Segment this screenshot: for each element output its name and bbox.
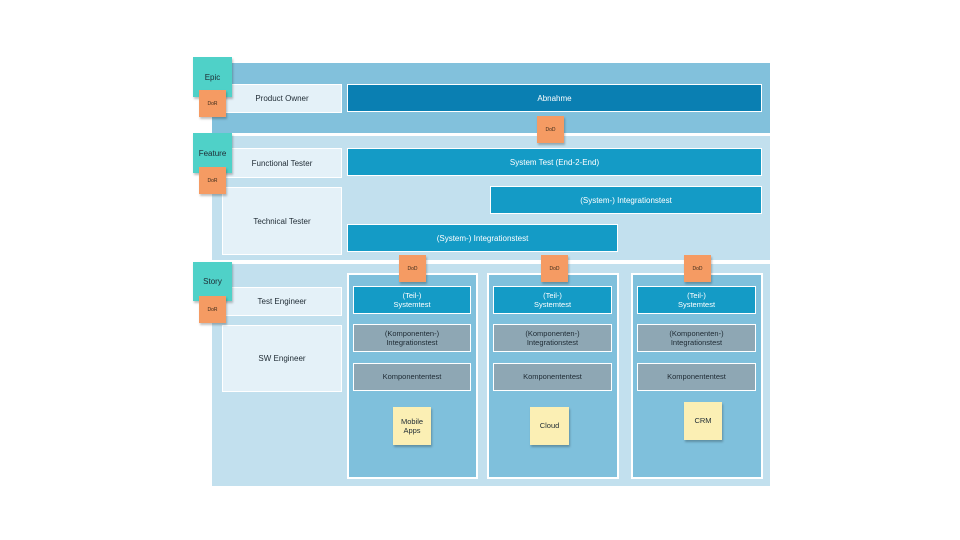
bar-abnahme: Abnahme	[347, 84, 762, 112]
col1-component-note: Mobile Apps	[393, 407, 431, 445]
level-story-note: Story	[193, 262, 232, 301]
col1-teil-systemtest: (Teil-) Systemtest	[353, 286, 471, 314]
dod-note-col1: DoD	[399, 255, 426, 282]
col2-teil-systemtest: (Teil-) Systemtest	[493, 286, 612, 314]
dor-note-epic: DoR	[199, 90, 226, 117]
col1-komponenten-integrationstest: (Komponenten-) Integrationstest	[353, 324, 471, 352]
col2-component-note: Cloud	[530, 407, 569, 445]
bar-system-test: System Test (End-2-End)	[347, 148, 762, 176]
col2-komponententest: Komponententest	[493, 363, 612, 391]
bar-integration-upper: (System-) Integrationstest	[490, 186, 762, 214]
role-sw-engineer: SW Engineer	[222, 325, 342, 392]
col3-teil-systemtest: (Teil-) Systemtest	[637, 286, 756, 314]
col3-komponenten-integrationstest: (Komponenten-) Integrationstest	[637, 324, 756, 352]
bar-integration-lower: (System-) Integrationstest	[347, 224, 618, 252]
dod-note-epic: DoD	[537, 116, 564, 143]
col1-komponententest: Komponententest	[353, 363, 471, 391]
dod-note-col2: DoD	[541, 255, 568, 282]
dod-note-col3: DoD	[684, 255, 711, 282]
col2-komponenten-integrationstest: (Komponenten-) Integrationstest	[493, 324, 612, 352]
role-test-engineer: Test Engineer	[222, 287, 342, 316]
col3-component-note: CRM	[684, 402, 722, 440]
dor-note-feature: DoR	[199, 167, 226, 194]
dor-note-story: DoR	[199, 296, 226, 323]
role-product-owner: Product Owner	[222, 84, 342, 113]
role-functional-tester: Functional Tester	[222, 148, 342, 178]
level-feature-note: Feature	[193, 133, 232, 173]
col3-komponententest: Komponententest	[637, 363, 756, 391]
role-technical-tester: Technical Tester	[222, 187, 342, 255]
